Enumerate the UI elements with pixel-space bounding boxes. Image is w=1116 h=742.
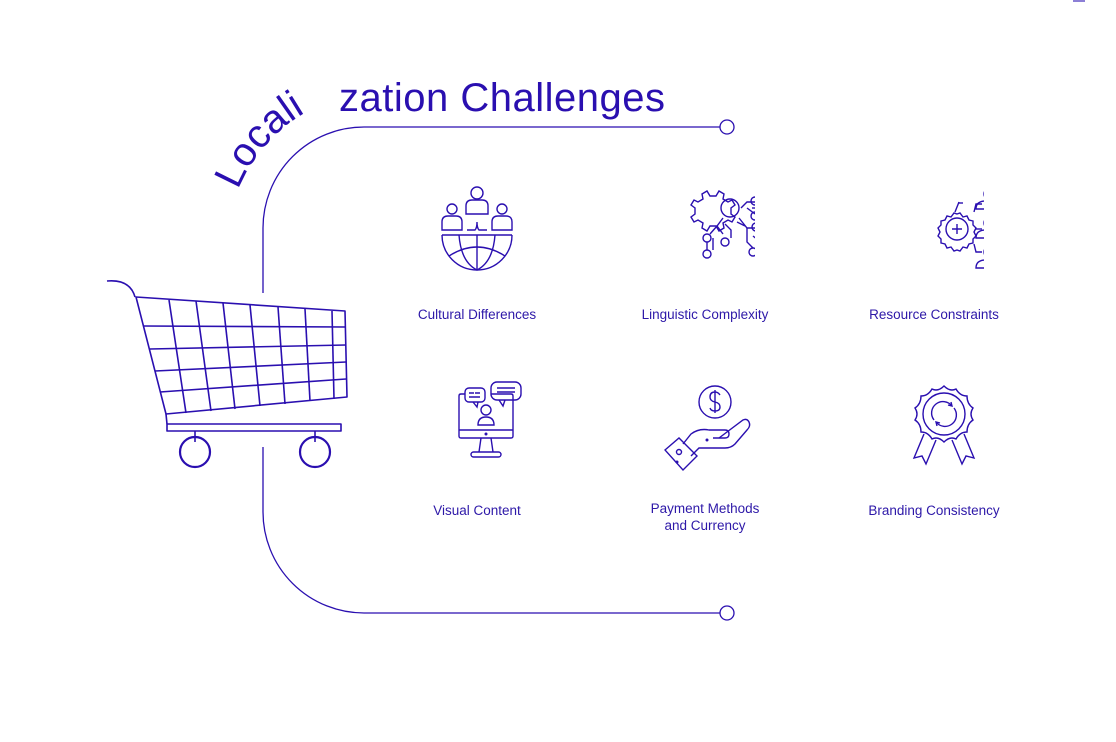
connector-top [262,119,735,293]
challenge-label: Visual Content [433,503,521,518]
challenge-label-line1: Payment Methods [650,501,760,516]
shopping-cart-icon [106,280,348,469]
page-title: zation Challenges [339,76,666,120]
challenge-label: Linguistic Complexity [641,307,769,322]
gear-circuit-icon [690,190,755,259]
badge-refresh-icon [912,385,976,466]
challenge-label: Branding Consistency [868,503,1000,518]
challenge-card-visual-content: Visual Content [377,378,577,519]
corner-mark [1073,0,1085,2]
challenge-label: Cultural Differences [417,307,537,322]
title-curved-part: Locali [206,83,310,194]
challenge-label: Resource Constraints [869,307,999,322]
challenge-label-line2: and Currency [664,518,746,533]
connector-bottom [262,447,735,621]
challenge-card-cultural-differences: Cultural Differences [377,180,577,323]
challenge-card-resource-constraints: Resource Constraints [834,180,1034,323]
monitor-chat-icon [458,381,522,458]
gear-people-icon [937,191,984,269]
people-globe-icon [441,186,513,271]
challenge-card-payment-methods: Payment Methods and Currency [605,380,805,534]
challenge-card-branding-consistency: Branding Consistency [834,378,1034,519]
challenge-card-linguistic-complexity: Linguistic Complexity [605,180,805,323]
hand-dollar-icon [663,385,751,472]
